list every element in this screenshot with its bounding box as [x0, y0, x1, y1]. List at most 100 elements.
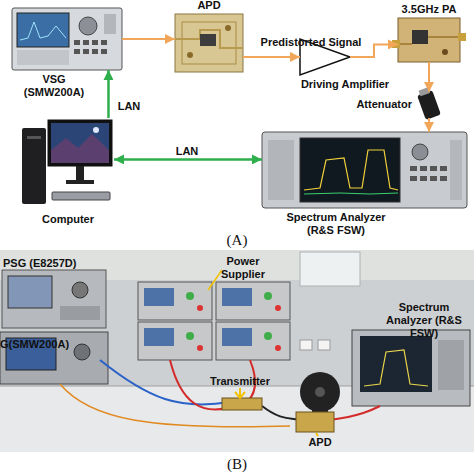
lab-photo-part [275, 345, 281, 351]
lab-photo-part [264, 292, 272, 300]
instrument-label: Spectrum Analyzer (R&S FSW) [376, 301, 472, 340]
part-label: Transmitter [204, 375, 276, 388]
lab-photo-part [300, 252, 360, 286]
lab-photo-part [264, 332, 272, 340]
spectrum-analyzer-drawing-part [430, 166, 437, 171]
attenuator-drawing [417, 87, 441, 120]
signal-generator-drawing-part [101, 40, 107, 45]
computer-drawing-part [51, 134, 109, 163]
spectrum-analyzer: Spectrum Analyzer (R&S FSW) [262, 132, 467, 208]
spectrum-analyzer-drawing-part [300, 138, 400, 202]
power-amplifier-drawing [392, 18, 466, 62]
lab-photo-part [144, 328, 174, 346]
computer-drawing-part [52, 192, 110, 200]
attenuator-symbol: Attenuator [418, 92, 440, 118]
computer-icon: Computer [22, 118, 114, 210]
signal-generator-drawing [12, 8, 122, 70]
signal-generator-drawing-part [17, 50, 69, 65]
lab-photo-part [60, 384, 290, 427]
predistorter-board-drawing-part [182, 22, 236, 64]
lab-photo-part [275, 305, 281, 311]
lab-photo-part [2, 270, 106, 328]
spectrum-analyzer-drawing-part [262, 132, 467, 208]
signal-generator: VSG (SMW200A) [12, 8, 122, 70]
lab-photo-part [330, 406, 380, 420]
node-caption: Driving Amplifier [280, 78, 410, 91]
signal-generator-drawing-part [79, 17, 97, 35]
lab-photo-part [300, 372, 340, 412]
instrument-label: G(SMW200A) [0, 338, 80, 351]
predistorter-board-drawing-part [187, 52, 193, 58]
spectrum-analyzer-drawing-part [440, 166, 447, 171]
signal-generator-drawing-part [101, 49, 107, 54]
spectrum-analyzer-drawing-part [304, 150, 398, 190]
power-amplifier-drawing-part [442, 49, 448, 55]
lab-photo-part [315, 387, 325, 397]
node-caption: Spectrum Analyzer (R&S FSW) [276, 211, 396, 237]
lab-photo-part [0, 250, 474, 452]
signal-generator-drawing-part [74, 40, 80, 45]
lab-photo-part [197, 345, 203, 351]
spectrum-analyzer-drawing-part [410, 166, 417, 171]
lab-photo-part [8, 276, 52, 308]
panel-label: (A) [220, 232, 254, 249]
signal-generator-drawing-part [12, 8, 122, 70]
spectrum-analyzer-drawing [262, 132, 467, 208]
instrument-label: PSG (E8257D) [3, 257, 113, 270]
node-caption: Computer [28, 213, 108, 226]
signal-generator-drawing-part [83, 40, 89, 45]
computer-drawing-part [76, 166, 84, 180]
lab-photo-part [352, 330, 470, 406]
signal-connector [428, 118, 430, 132]
node-caption: APD [175, 0, 243, 12]
signal-generator-drawing-part [92, 40, 98, 45]
spectrum-analyzer-drawing-part [420, 176, 427, 181]
predistorter-board-drawing-part [200, 34, 216, 46]
lab-photo-part [144, 288, 174, 306]
power-amplifier-board: 3.5GHz PA [398, 18, 460, 62]
predistorter-board-drawing-part [175, 14, 243, 72]
signal-generator-drawing-part [20, 22, 66, 40]
signal-generator-drawing-part [92, 49, 98, 54]
signal-generator-drawing-part [74, 49, 80, 54]
predistorter-board-drawing-part [225, 25, 231, 31]
power-amplifier-drawing-part [398, 37, 460, 44]
lab-photo-part [216, 322, 290, 360]
computer-drawing [22, 120, 112, 204]
lan-connector [114, 158, 262, 161]
lab-photo-part [222, 398, 262, 410]
lab-photo-part [364, 350, 428, 386]
computer-drawing-part [66, 180, 94, 184]
lab-photo-part [72, 282, 88, 298]
lab-photo-part [360, 336, 432, 392]
panel-label: (B) [220, 456, 254, 473]
spectrum-analyzer-drawing-part [412, 144, 428, 160]
lab-photo-part [138, 282, 212, 320]
lab-photo-part [60, 306, 100, 320]
predistorter-board-drawing [175, 14, 243, 72]
lab-photo-part [296, 412, 334, 432]
lab-photo-part [186, 332, 194, 340]
spectrum-analyzer-drawing-part [440, 176, 447, 181]
lab-photo-part [138, 322, 212, 360]
spectrum-analyzer-drawing-part [304, 193, 398, 194]
power-amplifier-drawing-part [458, 33, 466, 41]
power-amplifier-drawing-part [392, 40, 400, 48]
spectrum-analyzer-drawing-part [268, 140, 294, 200]
computer-drawing-part [48, 120, 112, 166]
lab-photo-part [208, 270, 222, 290]
lab-photo-part [262, 406, 300, 420]
lab-photo-part [235, 392, 245, 398]
computer-drawing-part [22, 128, 46, 204]
signal-generator-drawing-part [104, 14, 116, 34]
lab-photo [0, 250, 474, 452]
node-caption: VSG (SMW200A) [18, 73, 90, 99]
lab-photo-part [186, 292, 194, 300]
signal-connector [243, 56, 300, 58]
computer-drawing-part [93, 127, 99, 133]
spectrum-analyzer-drawing-part [450, 140, 462, 200]
connector-label: Predistorted Signal [246, 36, 376, 49]
connector-label: LAN [172, 145, 202, 158]
spectrum-analyzer-drawing-part [430, 176, 437, 181]
